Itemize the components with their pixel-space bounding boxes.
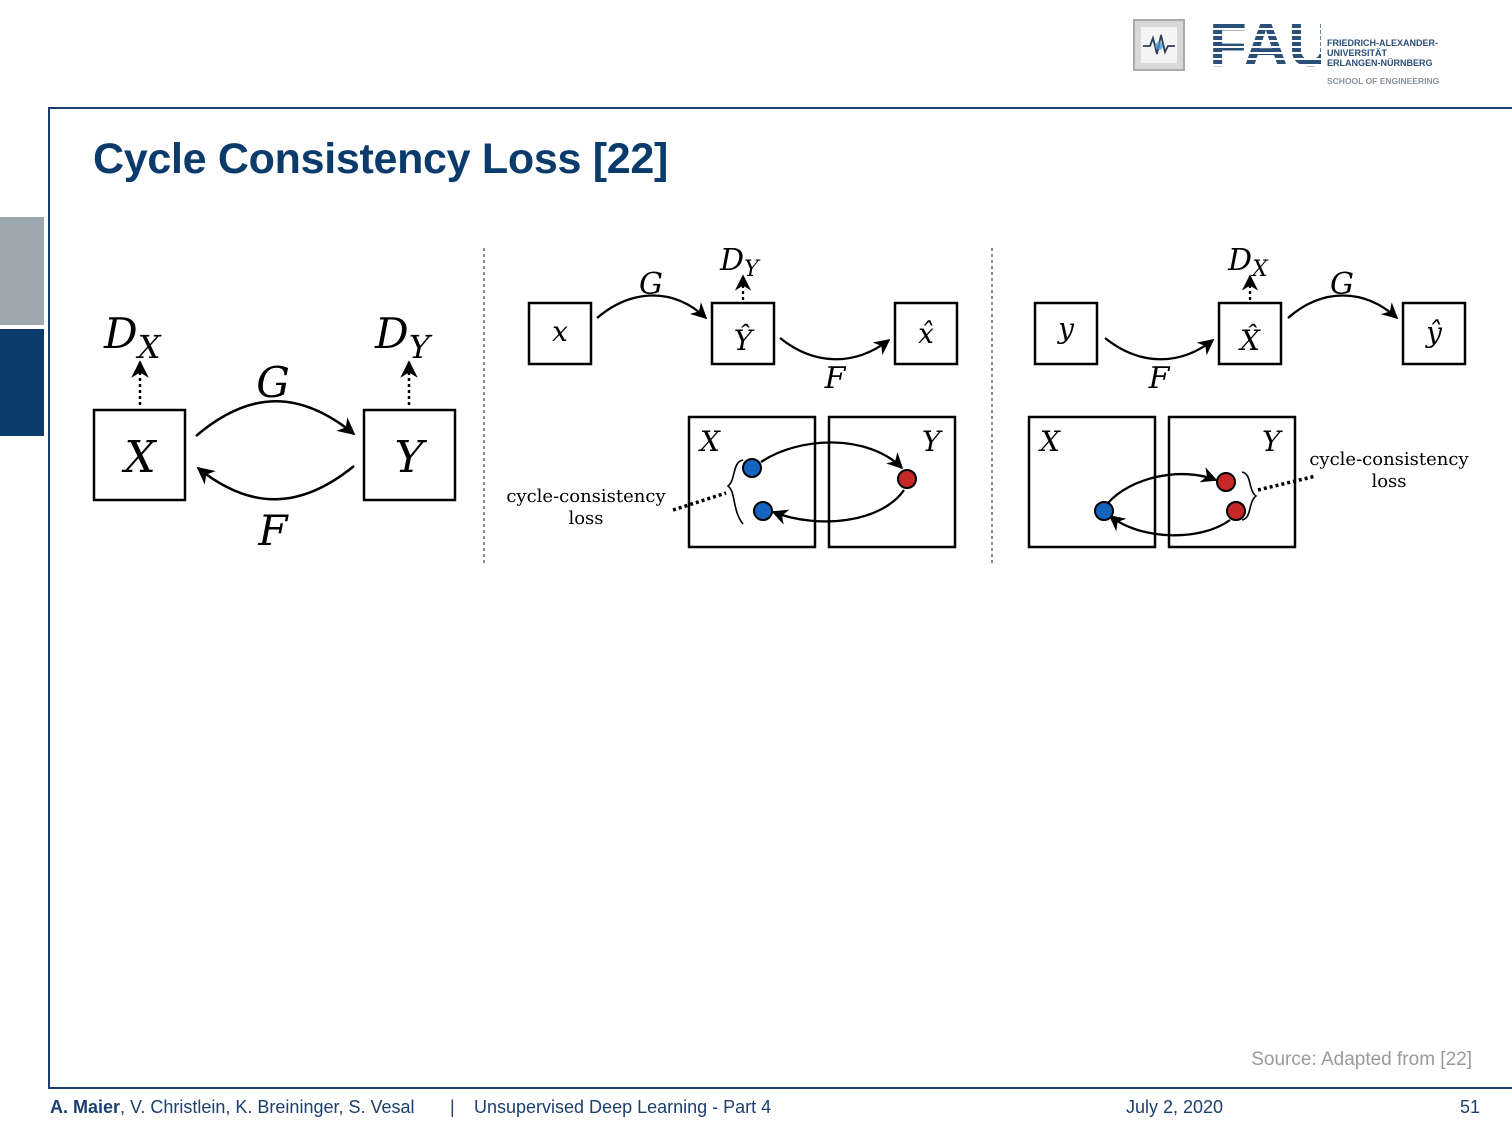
point-y-b [897,469,917,489]
loss-pointer-b [672,491,727,512]
university-name: FRIEDRICH-ALEXANDER- UNIVERSITÄT ERLANGE… [1327,38,1438,68]
domain-x-label-b: X [698,425,721,458]
node-y-label: y [1056,312,1075,345]
loss-label-line2-b: loss [568,508,603,529]
footer-course: Unsupervised Deep Learning - Part 4 [474,1097,772,1117]
discriminator-label-b: DY [719,243,761,282]
node-y-box [1033,301,1099,366]
university-line-3: ERLANGEN-NÜRNBERG [1327,58,1433,68]
domain-x-space-b [687,415,817,549]
domain-x-label: X [121,432,157,483]
loss-label-line1-b: cycle-consistency [506,486,666,507]
node-x-hat-label-c: X̂ [1238,324,1261,357]
coauthors: , V. Christlein, K. Breininger, S. Vesal [120,1097,415,1117]
mapping-g-label: G [256,358,290,407]
domain-y-label: Y [394,432,427,483]
mapping-g-arrow-b [596,294,708,320]
loss-brace-b [726,459,744,525]
frame-bottom-rule [48,1087,1512,1089]
frame-left-rule [48,107,50,1089]
panel-c: y X̂ ŷ F G DX X Y cycle-consistency loss [1027,243,1469,549]
domain-y-box [362,408,457,502]
footer-date: July 2, 2020 [1126,1097,1224,1117]
mapping-g-arrow [195,400,356,437]
source-note: Source: Adapted from [22] [1251,1049,1472,1070]
point-y-reconstructed-c [1226,501,1246,521]
point-x-reconstructed-b [753,501,773,521]
mapping-f-arrow-b [779,337,891,361]
mapping-g-arrow-c [1287,294,1399,320]
node-y-hat-label: Ŷ [734,324,755,357]
node-y-hat-box [710,301,776,366]
point-y-c [1216,472,1236,492]
footer: A. Maier, V. Christlein, K. Breininger, … [50,1097,1480,1119]
discriminator-y-label: DY [374,309,433,366]
domain-y-label-c: Y [1262,425,1283,458]
slide-title: Cycle Consistency Loss [22] [93,135,669,183]
loss-pointer-c [1257,474,1317,492]
lead-author: A. Maier [50,1097,121,1117]
mapping-g-label-c: G [1330,267,1354,302]
node-x-hat-box [893,301,959,366]
node-x-hat-label: x̂ [918,317,934,350]
mapping-f-label-b: F [824,361,847,396]
mapping-g-label-b: G [639,267,663,302]
fau-wordmark-text: FAU [1209,18,1321,68]
university-line-2: UNIVERSITÄT [1327,48,1388,58]
domain-y-label-b: Y [922,425,943,458]
domain-y-space-b [827,415,957,549]
loss-brace-c [1241,471,1258,521]
side-tab-grey [0,217,44,325]
lab-logo-icon [1133,19,1185,71]
domain-x-label-c: X [1038,425,1061,458]
mapping-f-arrow-c [1104,337,1215,361]
mapping-f-label: F [257,506,289,555]
node-y-hat-label-c: ŷ [1424,316,1443,349]
mapping-f-label-c: F [1148,361,1171,396]
footer-authors: A. Maier, V. Christlein, K. Breininger, … [50,1097,415,1118]
fau-wordmark-logo: FAU [1209,18,1321,68]
node-y-hat-box-c [1401,301,1467,366]
page-number: 51 [1459,1097,1480,1117]
domain-x-space-c [1027,415,1157,549]
point-x-b [742,458,762,478]
footer-separator: | [450,1097,455,1117]
loss-label-line2-c: loss [1371,471,1406,492]
node-x-box [527,301,593,366]
node-x-hat-box-c [1217,301,1283,366]
point-x-c [1094,501,1114,521]
side-tab-active [0,329,44,436]
panel-b: x Ŷ x̂ G F DY X Y cycle-consistency loss [506,243,959,549]
forward-map-c [1108,514,1231,537]
loss-label-line1-c: cycle-consistency [1309,449,1469,470]
frame-top-rule [48,107,1512,109]
school-name: SCHOOL OF ENGINEERING [1327,76,1440,86]
discriminator-x-label: DX [103,309,162,366]
domain-x-box [92,408,187,502]
university-line-1: FRIEDRICH-ALEXANDER- [1327,38,1438,48]
forward-map-b [760,441,904,470]
node-x-label: x [552,315,568,348]
backward-map-b [771,489,905,525]
panel-a: X Y DX DY G F [92,309,457,555]
backward-map-c [1107,467,1218,504]
mapping-f-arrow [196,465,355,501]
discriminator-label-c: DX [1227,243,1269,282]
